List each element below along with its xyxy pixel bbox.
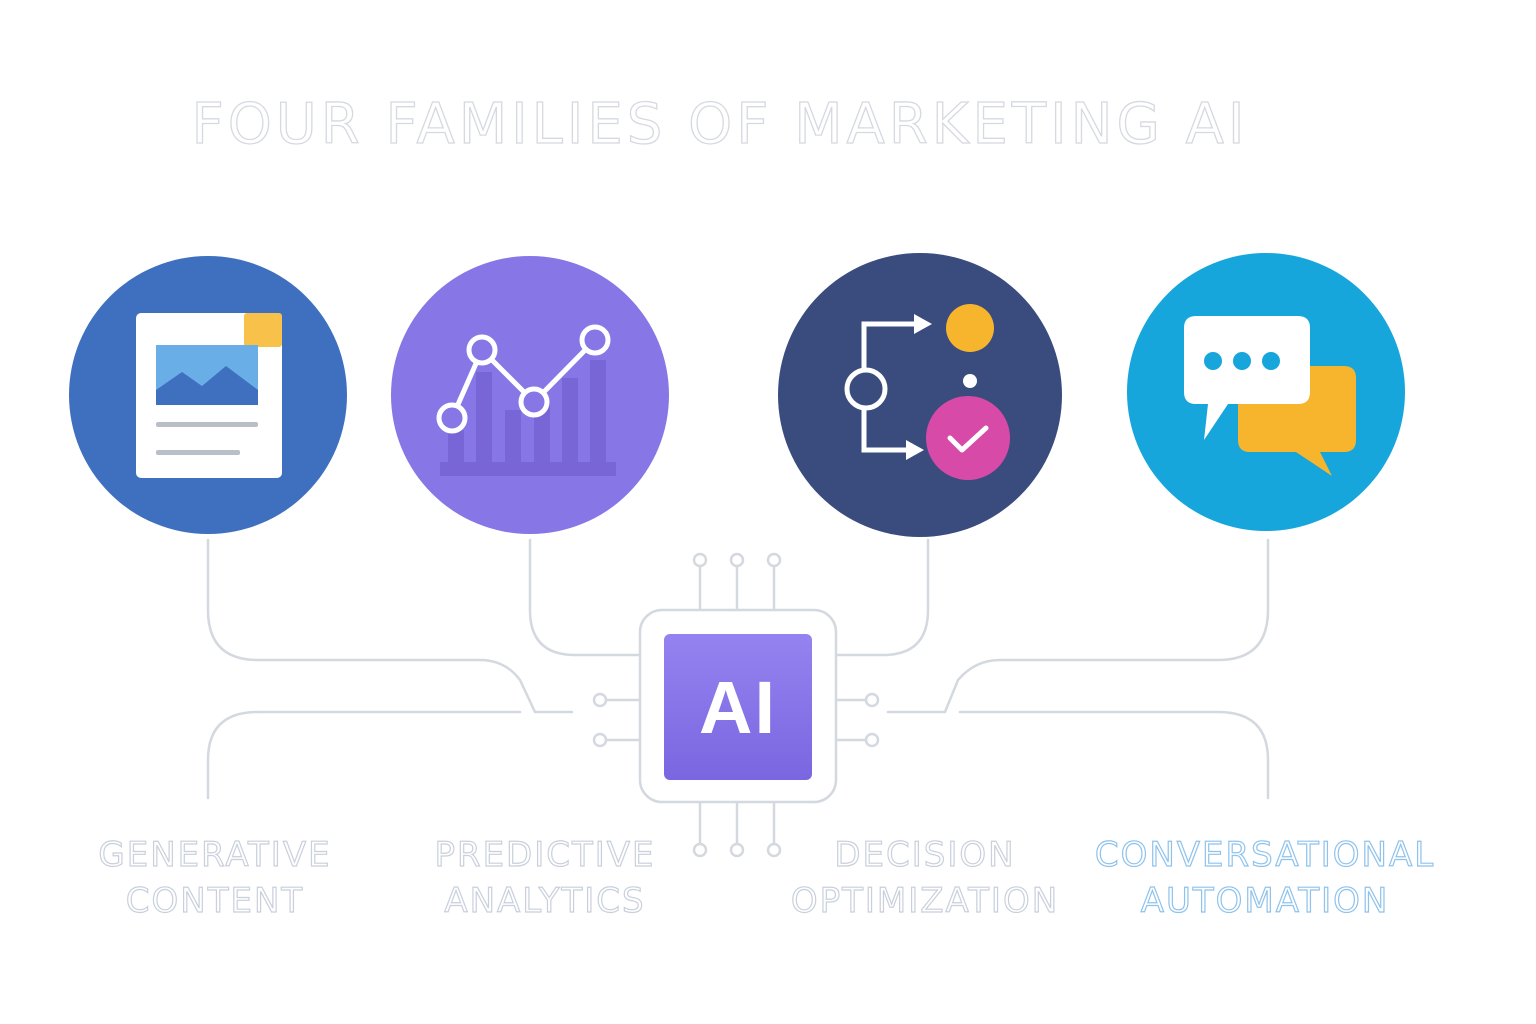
connector-decision [834, 538, 930, 657]
family-label-conversational: CONVERSATIONAL AUTOMATION [1094, 834, 1436, 921]
connector-generative-outer [206, 710, 522, 800]
decision-circle [778, 253, 1062, 537]
connector-lines [206, 538, 1270, 800]
connector-generative [206, 538, 574, 714]
diagram-title: FOUR FAMILIES OF MARKETING AI [191, 91, 1249, 157]
conversational-automation-node [1127, 253, 1405, 531]
connector-conversational-outer [958, 710, 1270, 800]
document-image-icon [136, 313, 282, 478]
ai-chip-core [664, 634, 812, 780]
family-label-decision: DECISION OPTIMIZATION [790, 834, 1060, 921]
family-label-predictive: PREDICTIVE ANALYTICS [434, 834, 656, 921]
ai-chip-label: AI [699, 665, 777, 749]
decision-optimization-node [778, 253, 1062, 537]
connector-conversational [886, 538, 1270, 714]
trend-chart-icon [436, 324, 616, 476]
connector-predictive [528, 538, 642, 657]
family-label-generative: GENERATIVE CONTENT [98, 834, 332, 921]
decision-flow-icon [844, 304, 1010, 480]
predictive-analytics-node [391, 256, 669, 534]
chat-bubbles-icon [1184, 316, 1356, 476]
chip-pins [592, 552, 880, 858]
generative-content-node [69, 256, 347, 534]
